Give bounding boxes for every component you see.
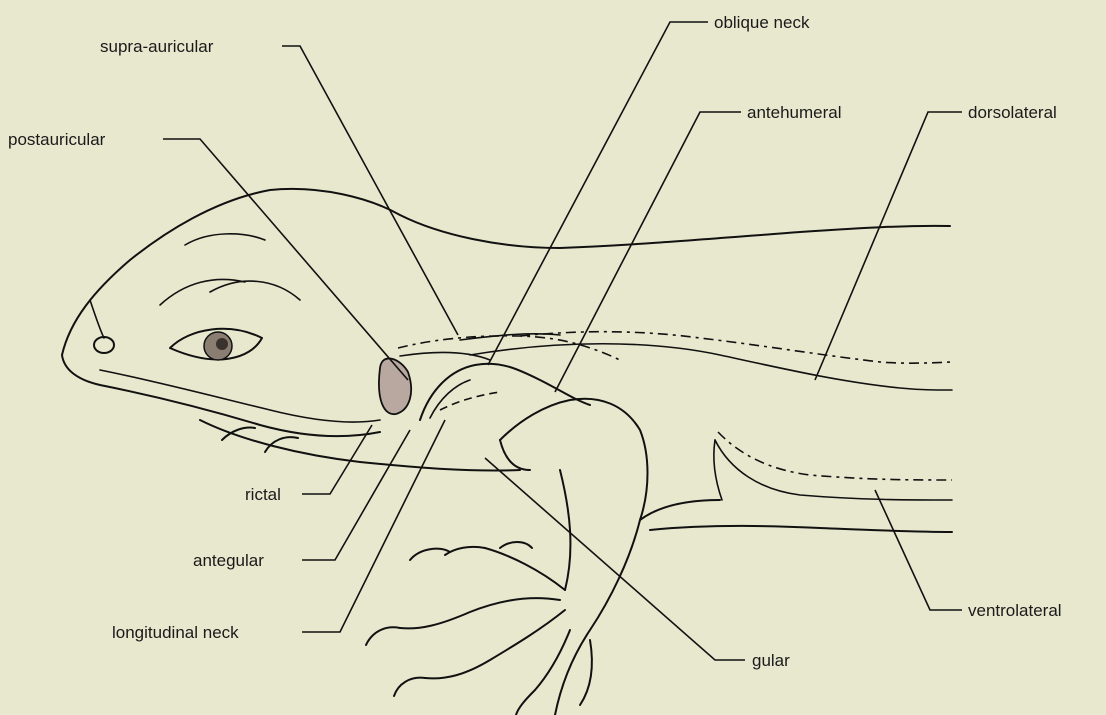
label-antehumeral: antehumeral <box>747 103 842 122</box>
label-antegular: antegular <box>193 551 264 570</box>
leader-longitudinal-neck <box>302 420 445 632</box>
label-gular: gular <box>752 651 790 670</box>
leader-ventrolateral <box>875 490 962 610</box>
leader-antehumeral <box>555 112 741 392</box>
labels: supra-auricular postauricular oblique ne… <box>8 13 1062 670</box>
leader-antegular <box>302 430 410 560</box>
leader-oblique-neck <box>488 22 708 365</box>
label-longitudinal-neck: longitudinal neck <box>112 623 239 642</box>
label-dorsolateral: dorsolateral <box>968 103 1057 122</box>
label-rictal: rictal <box>245 485 281 504</box>
leader-dorsolateral <box>815 112 962 380</box>
leader-supra-auricular <box>282 46 458 335</box>
label-postauricular: postauricular <box>8 130 106 149</box>
leader-gular <box>485 458 745 660</box>
label-oblique-neck: oblique neck <box>714 13 810 32</box>
label-supra-auricular: supra-auricular <box>100 37 214 56</box>
label-ventrolateral: ventrolateral <box>968 601 1062 620</box>
